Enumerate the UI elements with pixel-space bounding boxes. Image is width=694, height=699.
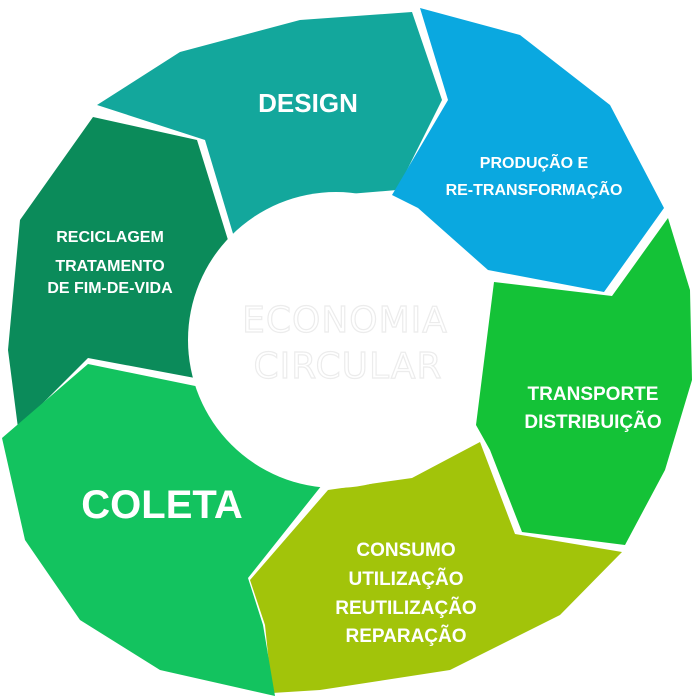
label-consumo-line3: REUTILIZAÇÃO <box>335 597 476 619</box>
label-reciclagem-line1: RECICLAGEM <box>56 229 164 246</box>
segment-producao <box>392 8 664 292</box>
center-title-line2: CIRCULAR <box>254 346 443 387</box>
label-design: DESIGN <box>258 88 358 118</box>
label-transporte-line2: DISTRIBUIÇÃO <box>524 411 661 433</box>
label-coleta: COLETA <box>81 483 242 527</box>
label-producao-line1: PRODUÇÃO E <box>480 152 589 172</box>
segment-transporte <box>476 218 692 545</box>
center-disc <box>188 192 484 488</box>
segment-consumo <box>250 442 622 693</box>
label-consumo-line4: REPARAÇÃO <box>345 625 466 647</box>
label-transporte-line1: TRANSPORTE <box>528 384 659 405</box>
label-reciclagem-line2: TRATAMENTO <box>55 258 164 275</box>
segment-reciclagem <box>8 117 228 428</box>
label-consumo-line2: UTILIZAÇÃO <box>348 568 463 590</box>
label-reciclagem-line3: DE FIM-DE-VIDA <box>47 280 173 297</box>
label-producao-line2: RE-TRANSFORMAÇÃO <box>446 179 623 199</box>
segment-design <box>97 12 442 237</box>
center-title-line1: ECONOMIA <box>242 300 448 341</box>
label-consumo-line1: CONSUMO <box>356 540 455 561</box>
